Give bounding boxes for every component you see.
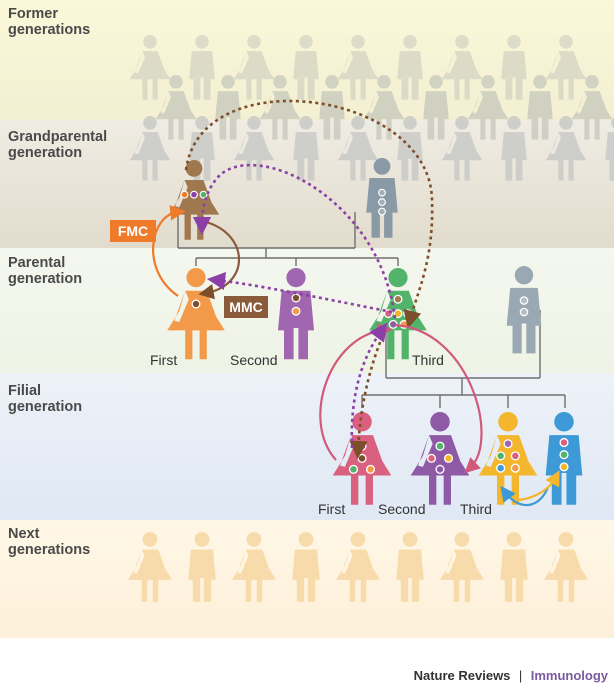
yellow-arrow-sibling-exchange xyxy=(514,470,560,502)
filial-first-label: First xyxy=(318,501,345,517)
family-figures xyxy=(167,158,583,505)
filial-second-label: Second xyxy=(378,501,425,517)
microchimerism-arrows xyxy=(152,99,560,507)
next-crowd-figure-3 xyxy=(231,532,277,602)
parental-first-daughter-figure xyxy=(167,268,225,360)
grandfather-figure xyxy=(366,158,398,238)
grandparental-crowd-figure-9 xyxy=(545,116,587,181)
purple-dotted-arrow-filial-first-to-mother xyxy=(350,322,388,449)
former-crowd-figure-1 xyxy=(129,35,171,100)
fmc-tag-label: FMC xyxy=(118,223,148,239)
next-crowd-figure-6 xyxy=(396,532,424,602)
pink-arrow-mother-to-filial xyxy=(394,323,483,474)
band-label-grandparental: Grandparental generation xyxy=(8,129,111,161)
brown-dotted-arrow-to-filial-first xyxy=(349,329,387,460)
pink-arrow-filial-to-mother xyxy=(319,323,393,461)
footer-publisher: Nature Reviews xyxy=(414,668,511,683)
former-crowd-front-figure-3 xyxy=(259,75,301,140)
parental-third-label: Third xyxy=(412,352,444,368)
next-crowd-figure-8 xyxy=(500,532,528,602)
former-crowd-front-figure-1 xyxy=(155,75,197,140)
next-crowd-figure-7 xyxy=(439,532,485,602)
grandmother-figure xyxy=(168,160,220,240)
former-crowd-figure-7 xyxy=(441,35,483,100)
next-crowd-figure-5 xyxy=(335,532,381,602)
grandparental-crowd-figure-6 xyxy=(397,116,423,181)
former-generations-crowd xyxy=(129,35,587,100)
former-crowd-front-figure-7 xyxy=(467,75,509,140)
former-crowd-front-figure-2 xyxy=(215,75,241,140)
blue-arrow-sibling-exchange xyxy=(500,485,550,507)
former-crowd-front-figure-9 xyxy=(571,75,613,140)
band-label-filial: Filial generation xyxy=(8,383,82,415)
fmc-arrow-daughter-to-mother xyxy=(152,205,186,297)
brown-dotted-arrow-grandmother-to-granddaughter xyxy=(184,99,434,329)
grandparental-crowd-figure-8 xyxy=(501,116,527,181)
filial-third-label: Third xyxy=(460,501,492,517)
former-crowd-figure-5 xyxy=(337,35,379,100)
band-label-parental-line2: generation xyxy=(8,271,82,287)
fmc-tag: FMC xyxy=(110,220,156,242)
parental-first-label: First xyxy=(150,352,177,368)
former-crowd-front-figure-6 xyxy=(423,75,449,140)
band-label-former-line2: generations xyxy=(8,22,90,38)
next-generations-crowd xyxy=(127,532,589,602)
former-crowd-figure-2 xyxy=(189,35,215,100)
band-label-grandparental-line2: generation xyxy=(8,145,82,161)
grandparental-crowd-figure-10 xyxy=(605,117,614,181)
band-label-next-line1: Next xyxy=(8,526,40,542)
next-crowd-figure-9 xyxy=(543,532,589,602)
former-crowd-figure-3 xyxy=(233,35,275,100)
band-label-filial-line1: Filial xyxy=(8,383,41,399)
next-crowd-figure-4 xyxy=(292,532,320,602)
former-crowd-figure-8 xyxy=(501,35,527,100)
grandparent-children-line xyxy=(195,248,399,266)
grandparental-crowd-figure-4 xyxy=(293,116,319,181)
parental-second-son-figure xyxy=(278,268,314,360)
mmc-tag-label: MMC xyxy=(229,299,262,315)
filial-second-daughter-figure xyxy=(410,412,470,505)
purple-dotted-arrow-third-to-grandmother xyxy=(192,163,397,319)
former-crowd-front-figure-5 xyxy=(363,75,405,140)
band-label-parental-line1: Parental xyxy=(8,255,65,271)
band-label-parental: Parental generation xyxy=(8,255,82,287)
parental-second-label: Second xyxy=(230,352,277,368)
grandparental-crowd-figure-7 xyxy=(441,116,483,181)
grandparental-crowd-figure-5 xyxy=(337,116,379,181)
former-crowd-front-figure-4 xyxy=(319,75,345,140)
former-crowd-front-figure-8 xyxy=(527,75,553,140)
footer-credit: Nature Reviews | Immunology xyxy=(414,667,609,684)
former-crowd-figure-9 xyxy=(545,35,587,100)
next-crowd-figure-1 xyxy=(127,532,173,602)
parental-partner-figure xyxy=(506,266,542,354)
grandparental-crowd-figure-1 xyxy=(129,116,171,181)
band-label-next-line2: generations xyxy=(8,542,90,558)
former-generations-crowd-front xyxy=(155,75,613,140)
parent-children-line xyxy=(361,378,566,408)
filial-third-daughter-figure xyxy=(478,412,538,505)
footer-separator: | xyxy=(519,668,522,683)
former-crowd-figure-6 xyxy=(397,35,423,100)
band-label-former-line1: Former xyxy=(8,6,58,22)
mmc-tag: MMC xyxy=(224,296,268,318)
footer-journal: Immunology xyxy=(531,668,609,683)
grandparental-crowd-figure-3 xyxy=(233,116,275,181)
next-crowd-figure-2 xyxy=(188,532,216,602)
band-label-grandparental-line1: Grandparental xyxy=(8,129,107,145)
band-label-former: Former generations xyxy=(8,6,90,38)
band-label-filial-line2: generation xyxy=(8,399,82,415)
band-label-next: Next generations xyxy=(8,526,90,558)
former-crowd-figure-4 xyxy=(293,35,319,100)
